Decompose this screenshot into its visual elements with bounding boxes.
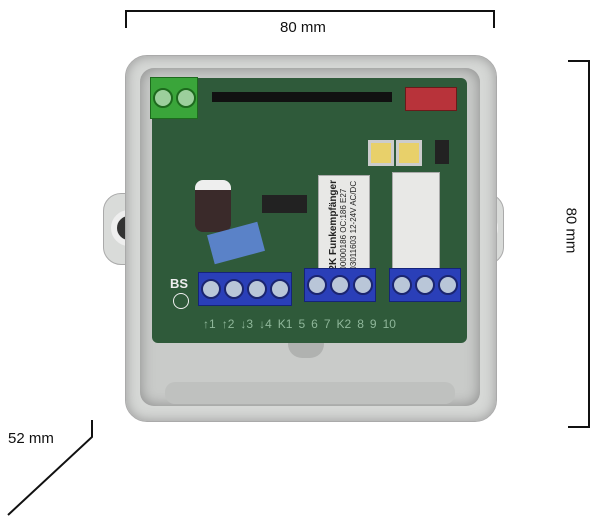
terminal-block-k1 <box>304 268 376 302</box>
relay-label-line3: 03011603 12-24V AC/DC <box>349 180 358 271</box>
relay-label-line2: 00000186 OC:186 E27 <box>339 188 348 271</box>
height-label: 80 mm <box>562 207 580 254</box>
width-dimension-line <box>125 10 495 12</box>
height-tick-bottom <box>568 426 590 428</box>
pin-header <box>212 92 392 102</box>
width-tick-left <box>125 10 127 28</box>
relay-label-title: 2K Funkempfänger <box>328 179 339 271</box>
terminal-label: 9 <box>369 317 377 331</box>
push-button-1 <box>368 140 394 166</box>
capacitor <box>195 180 231 232</box>
terminal-label: K1 <box>277 317 293 331</box>
depth-dimension-line <box>7 420 93 516</box>
terminal-label: 7 <box>323 317 331 331</box>
housing-rib <box>165 382 455 404</box>
relay-k1: 2K Funkempfänger 00000186 OC:186 E27 030… <box>318 175 370 275</box>
terminal-label: 8 <box>357 317 364 331</box>
pcb-marking: BS <box>170 276 189 291</box>
green-terminal-block <box>150 77 198 119</box>
terminal-label: ↑2 <box>221 317 235 331</box>
terminal-label: ↓4 <box>259 317 272 331</box>
transistor <box>262 195 307 213</box>
lead-free-icon <box>173 293 189 309</box>
terminal-label: K2 <box>336 317 352 331</box>
terminal-label: ↓3 <box>240 317 254 331</box>
push-button-2 <box>396 140 422 166</box>
red-connector <box>405 87 457 111</box>
terminal-labels: ↑1 ↑2 ↓3 ↓4 K1 5 6 7 K2 8 9 10 <box>203 317 396 331</box>
width-tick-right <box>493 10 495 28</box>
terminal-label: 6 <box>311 317 318 331</box>
relay-k2 <box>392 172 440 270</box>
depth-label: 52 mm <box>8 430 54 447</box>
terminal-label: 5 <box>298 317 306 331</box>
height-tick-top <box>568 60 590 62</box>
terminal-label: 10 <box>382 317 396 331</box>
terminal-block-k2 <box>389 268 461 302</box>
terminal-block-inputs <box>198 272 292 306</box>
terminal-label: ↑1 <box>203 317 216 331</box>
dip-switch <box>435 140 449 164</box>
height-dimension-line <box>588 60 590 428</box>
width-label: 80 mm <box>280 19 326 36</box>
